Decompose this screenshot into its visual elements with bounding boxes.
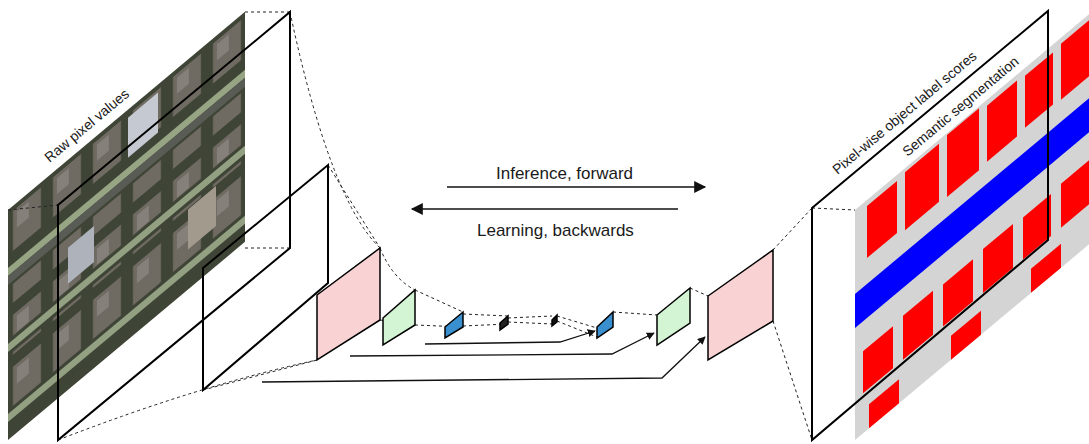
segmentation-image bbox=[855, 14, 1089, 440]
image-ground bbox=[8, 12, 245, 440]
forward-arrow bbox=[447, 186, 705, 188]
guide-line bbox=[690, 288, 708, 296]
guide-lines bbox=[8, 12, 1089, 440]
guide-line bbox=[8, 205, 58, 210]
guide-line bbox=[557, 321, 597, 337]
arrow-label: Learning, backwards bbox=[477, 220, 634, 241]
guide-line bbox=[380, 248, 415, 290]
guide-line bbox=[557, 316, 597, 328]
light-roof bbox=[188, 186, 216, 249]
building-class bbox=[1061, 160, 1089, 227]
feature-maps bbox=[317, 248, 773, 360]
feature-map bbox=[383, 290, 415, 345]
guide-line bbox=[245, 12, 290, 13]
arrow-label: Inference, forward bbox=[496, 163, 633, 184]
building-class bbox=[1061, 20, 1089, 99]
house-row bbox=[8, 158, 245, 410]
guide-line bbox=[508, 322, 552, 324]
guide-line bbox=[58, 360, 317, 440]
guide-line bbox=[773, 208, 812, 250]
guide-line bbox=[812, 208, 855, 210]
feature-map bbox=[317, 248, 380, 360]
light-roof bbox=[68, 226, 94, 284]
guide-line bbox=[415, 290, 463, 312]
feature-map bbox=[657, 288, 690, 345]
guide-line bbox=[245, 248, 290, 249]
skip-connections bbox=[262, 331, 705, 382]
guide-line bbox=[463, 314, 508, 316]
guide-line bbox=[290, 12, 380, 248]
backward-arrow bbox=[412, 208, 678, 210]
feature-map bbox=[597, 312, 613, 338]
building-class bbox=[867, 181, 897, 258]
feature-map bbox=[445, 312, 463, 338]
feature-map bbox=[552, 315, 557, 326]
verge bbox=[8, 216, 245, 422]
score-frame bbox=[812, 11, 1048, 440]
feature-map bbox=[708, 250, 773, 360]
guide-line bbox=[508, 316, 552, 318]
input-label: Raw pixel values bbox=[40, 85, 132, 166]
skip-arrow bbox=[425, 331, 595, 344]
receptive-frame bbox=[203, 165, 328, 390]
building-class bbox=[987, 81, 1017, 162]
feature-map bbox=[500, 316, 508, 330]
guide-line bbox=[773, 321, 812, 440]
guide-line bbox=[328, 165, 380, 248]
guide-line bbox=[613, 312, 657, 315]
skip-arrow bbox=[350, 333, 654, 356]
background-class bbox=[855, 14, 1089, 440]
aerial-image bbox=[8, 12, 245, 440]
